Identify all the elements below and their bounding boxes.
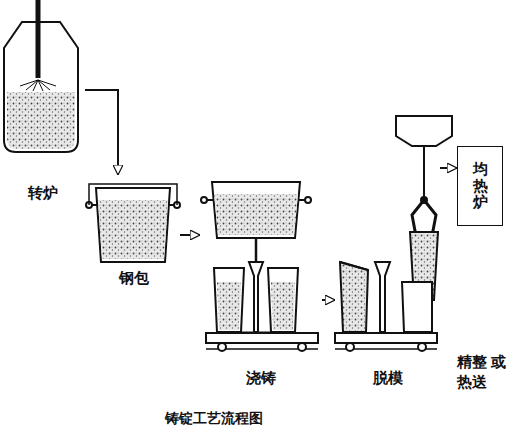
ladle-node: 钢包 bbox=[88, 175, 180, 287]
ingot-molds bbox=[206, 262, 318, 351]
stage-label: 脱模 bbox=[373, 369, 403, 387]
soaking-furnace-box: 均热炉 bbox=[457, 146, 503, 226]
stripping-station bbox=[335, 116, 452, 351]
stage-label: 钢包 bbox=[119, 269, 149, 287]
ladle bbox=[86, 184, 180, 262]
box-label: 均热炉 bbox=[473, 161, 488, 211]
figure-caption: 铸锭工艺流程图 bbox=[165, 410, 263, 428]
stripping-node: 脱模 bbox=[335, 115, 440, 387]
flow-arrow bbox=[322, 299, 335, 301]
casting-node: 浇铸 bbox=[200, 175, 322, 387]
flow-arrow bbox=[440, 167, 457, 169]
stage-label: 浇铸 bbox=[246, 369, 276, 387]
converter-node: 转炉 bbox=[0, 0, 85, 202]
stage-label: 转炉 bbox=[28, 184, 58, 202]
step-label: 精整 或热送 bbox=[457, 352, 507, 393]
converter-vessel bbox=[4, 0, 78, 152]
flow-arrow bbox=[85, 90, 118, 175]
teeming-ladle bbox=[201, 182, 311, 262]
flow-arrow bbox=[180, 234, 200, 236]
